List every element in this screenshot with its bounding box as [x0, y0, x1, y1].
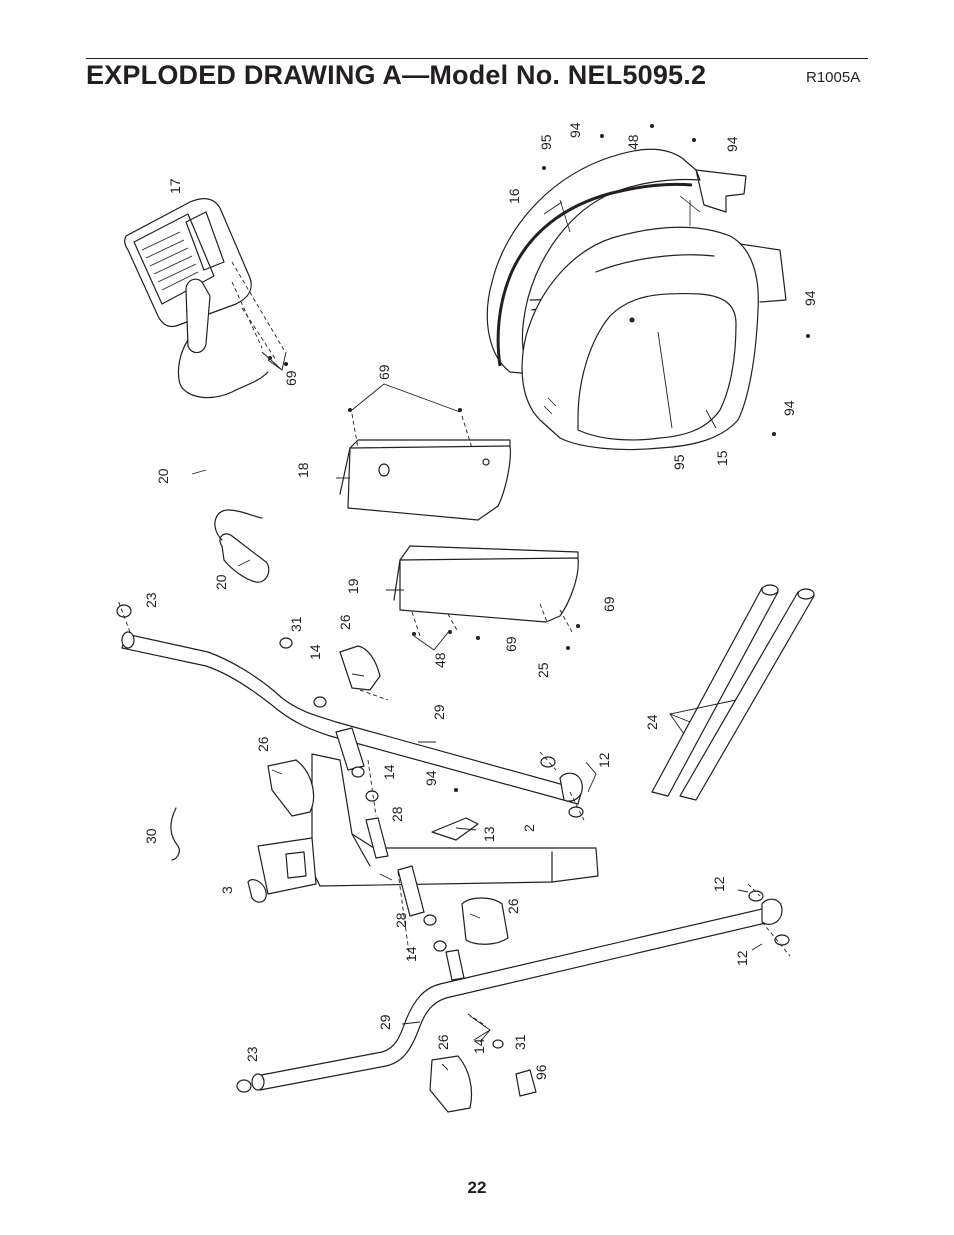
- callout-13: 13: [481, 826, 497, 842]
- hardware-fasteners: [268, 124, 810, 792]
- callout-12: 12: [734, 950, 750, 966]
- callout-94: 94: [724, 136, 740, 152]
- header-rule: [86, 58, 868, 59]
- part-19-lower-plate: [393, 545, 579, 637]
- callout-12: 12: [711, 876, 727, 892]
- callout-16: 16: [506, 188, 522, 204]
- callout-94: 94: [802, 290, 818, 306]
- callout-29: 29: [377, 1014, 393, 1030]
- callout-96: 96: [533, 1064, 549, 1080]
- callout-26: 26: [505, 898, 521, 914]
- callout-26: 26: [337, 614, 353, 630]
- callout-15: 15: [714, 450, 730, 466]
- callout-28: 28: [389, 806, 405, 822]
- drawing-code: R1005A: [806, 69, 861, 86]
- callout-14: 14: [307, 644, 323, 660]
- callout-26: 26: [255, 736, 271, 752]
- part-24-tubes: [651, 584, 815, 801]
- callout-95: 95: [671, 454, 687, 470]
- part-29-lower-arm: [251, 898, 783, 1091]
- leader-lines: [191, 201, 763, 1071]
- callout-12: 12: [596, 752, 612, 768]
- callout-23: 23: [244, 1046, 260, 1062]
- callout-17: 17: [167, 178, 183, 194]
- callout-31: 31: [512, 1034, 528, 1050]
- part-15-front-shroud: [521, 226, 787, 451]
- callout-69: 69: [376, 364, 392, 380]
- callout-24: 24: [644, 714, 660, 730]
- page-title: EXPLODED DRAWING A—Model No. NEL5095.2: [86, 60, 707, 90]
- callout-94: 94: [567, 122, 583, 138]
- callout-3: 3: [219, 886, 235, 894]
- callout-25: 25: [535, 662, 551, 678]
- callout-48: 48: [625, 134, 641, 150]
- callout-14: 14: [381, 764, 397, 780]
- callout-69: 69: [503, 636, 519, 652]
- callout-2: 2: [521, 824, 537, 832]
- callout-labels: 95 94 48 94 16 17 94 69 69 94 95 15 20 1…: [143, 122, 818, 1080]
- callout-20: 20: [155, 468, 171, 484]
- callout-23: 23: [143, 592, 159, 608]
- small-parts: [116, 599, 791, 1113]
- callout-48: 48: [432, 652, 448, 668]
- callout-94: 94: [423, 770, 439, 786]
- callout-18: 18: [295, 462, 311, 478]
- callout-95: 95: [538, 134, 554, 150]
- callout-30: 30: [143, 828, 159, 844]
- part-16-rear-shroud: [486, 148, 747, 375]
- callout-94: 94: [781, 400, 797, 416]
- part-18-upper-plate: [339, 413, 511, 521]
- part-20-pulse-grips: [177, 278, 270, 583]
- callout-20: 20: [213, 574, 229, 590]
- callout-19: 19: [345, 578, 361, 594]
- callout-31: 31: [288, 616, 304, 632]
- callout-28: 28: [393, 912, 409, 928]
- part-17-console: [124, 198, 285, 361]
- callout-69: 69: [601, 596, 617, 612]
- part-29-upper-arm: [121, 631, 583, 805]
- callout-26: 26: [435, 1034, 451, 1050]
- callout-69: 69: [283, 370, 299, 386]
- page-number: 22: [467, 1178, 487, 1197]
- callout-14: 14: [471, 1038, 487, 1054]
- callout-29: 29: [431, 704, 447, 720]
- callout-14: 14: [403, 946, 419, 962]
